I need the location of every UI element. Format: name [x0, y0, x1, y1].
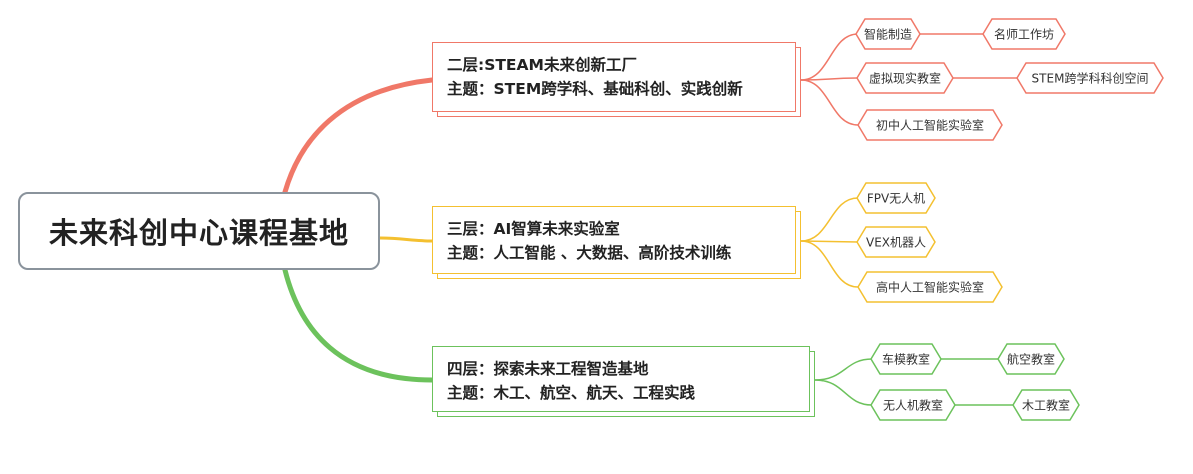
leaf-car-model-classroom[interactable]: 车模教室	[881, 352, 931, 367]
root-node[interactable]: 未来科创中心课程基地	[18, 192, 380, 270]
layer3-node[interactable]: 三层：AI智算未来实验室 主题：人工智能 、大数据、高阶技术训练	[432, 206, 796, 274]
leaf-vex-robot-frame	[856, 226, 936, 258]
leaf-drone-classroom[interactable]: 无人机教室	[882, 398, 944, 413]
leaf-aviation-classroom[interactable]: 航空教室	[1006, 352, 1056, 367]
layer3-branch-2	[800, 240, 859, 243]
root-to-layer3-connector	[378, 236, 434, 243]
layer3-branch-3	[800, 240, 859, 288]
root-to-layer2-connector	[282, 77, 435, 195]
layer4-branch-1	[814, 358, 873, 381]
layer4-title: 四层：探索未来工程智造基地	[447, 360, 649, 378]
leaf-stem-space-frame	[1016, 62, 1164, 94]
root-to-layer4-connector	[282, 267, 435, 383]
leaf-aviation-classroom-frame	[997, 343, 1065, 375]
leaf-car-model-classroom-frame	[870, 343, 942, 375]
layer4-theme: 主题：木工、航空、航天、工程实践	[447, 384, 696, 402]
leaf-smart-manufacturing-frame	[855, 18, 921, 50]
layer2-node[interactable]: 二层:STEAM未来创新工厂 主题：STEM跨学科、基础科创、实践创新	[432, 42, 796, 112]
layer2-branch-1	[800, 33, 859, 81]
leaf-junior-ai-lab-frame	[857, 109, 1003, 141]
layer3-branch-1	[800, 197, 859, 242]
layer2-title: 二层:STEAM未来创新工厂	[447, 56, 637, 74]
leaf-vr-classroom[interactable]: 虚拟现实教室	[868, 71, 942, 86]
leaf-senior-ai-lab-frame	[857, 271, 1003, 303]
layer2-theme: 主题：STEM跨学科、基础科创、实践创新	[447, 80, 743, 98]
leaf-master-teacher-studio-frame	[982, 18, 1066, 50]
leaf-senior-ai-lab[interactable]: 高中人工智能实验室	[875, 280, 985, 295]
leaf-fpv-drone-frame	[856, 182, 936, 214]
leaf-vr-classroom-frame	[856, 62, 954, 94]
leaf-fpv-drone[interactable]: FPV无人机	[866, 191, 926, 206]
layer3-theme: 主题：人工智能 、大数据、高阶技术训练	[447, 244, 732, 262]
layer2-branch-2	[800, 77, 858, 81]
leaf-vex-robot[interactable]: VEX机器人	[865, 235, 927, 250]
leaf-drone-classroom-frame	[870, 389, 956, 421]
leaf-stem-space[interactable]: STEM跨学科科创空间	[1031, 71, 1149, 86]
root-title: 未来科创中心课程基地	[48, 216, 349, 250]
leaf-junior-ai-lab[interactable]: 初中人工智能实验室	[875, 118, 985, 133]
leaf-master-teacher-studio[interactable]: 名师工作坊	[993, 27, 1055, 42]
layer2-branch-3	[800, 79, 859, 126]
leaf-smart-manufacturing[interactable]: 智能制造	[863, 27, 913, 42]
leaf-woodwork-classroom[interactable]: 木工教室	[1021, 398, 1071, 413]
leaf-woodwork-classroom-frame	[1012, 389, 1080, 421]
layer3-title: 三层：AI智算未来实验室	[447, 220, 620, 238]
layer4-node[interactable]: 四层：探索未来工程智造基地 主题：木工、航空、航天、工程实践	[432, 346, 810, 412]
layer4-branch-2	[814, 379, 873, 406]
